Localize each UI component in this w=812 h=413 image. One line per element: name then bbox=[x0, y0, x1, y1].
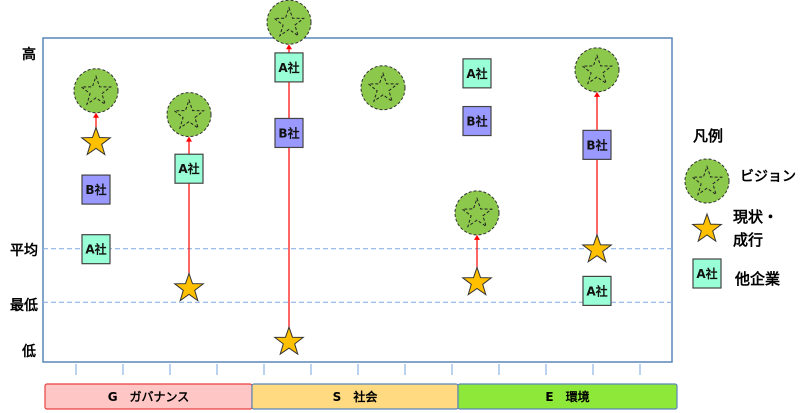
arrow-head-icon bbox=[474, 234, 480, 240]
company-box bbox=[692, 258, 722, 289]
category-bar bbox=[457, 383, 678, 410]
category-label: S 社会 bbox=[333, 389, 379, 404]
company-box bbox=[174, 153, 204, 184]
plot-frame bbox=[42, 37, 673, 363]
y-label-lowest: 最低 bbox=[10, 298, 38, 314]
company-label: B社 bbox=[466, 114, 487, 129]
star-outline-icon bbox=[690, 165, 724, 196]
category-label: G ガバナンス bbox=[108, 389, 190, 404]
arrow-head-icon bbox=[93, 112, 99, 118]
current-star-icon bbox=[80, 125, 112, 156]
current-star-icon bbox=[581, 233, 613, 264]
column-group: B社 A社 bbox=[73, 68, 119, 265]
arrow-head-icon bbox=[186, 136, 192, 142]
company-box bbox=[81, 174, 111, 205]
company-box bbox=[462, 58, 492, 89]
company-label: B社 bbox=[278, 125, 299, 140]
vision-circle bbox=[360, 65, 406, 111]
company-label: A社 bbox=[466, 66, 487, 81]
current-star-icon bbox=[173, 271, 205, 302]
company-box bbox=[274, 117, 304, 149]
y-label-average: 平均 bbox=[10, 243, 38, 259]
vision-circle bbox=[684, 158, 730, 204]
company-label: A社 bbox=[178, 161, 199, 176]
arrow-head-icon bbox=[286, 44, 292, 50]
legend-current-label-1: 現状・ bbox=[733, 208, 779, 226]
y-label-high: 高 bbox=[22, 47, 36, 63]
y-label-low: 低 bbox=[22, 344, 36, 360]
column-group: A社 B社 bbox=[454, 58, 500, 296]
company-box bbox=[81, 234, 111, 265]
company-box bbox=[274, 52, 304, 83]
arrow-head-icon bbox=[594, 91, 600, 97]
company-label: A社 bbox=[696, 266, 717, 281]
company-label: A社 bbox=[586, 283, 607, 298]
current-star-icon bbox=[691, 212, 723, 243]
legend-other-label: 他企業 bbox=[735, 270, 781, 288]
current-star-icon bbox=[461, 265, 493, 296]
star-outline-icon bbox=[580, 53, 614, 85]
company-label: B社 bbox=[85, 182, 106, 197]
company-label: B社 bbox=[586, 137, 607, 152]
legend-vision-label: ビジョン bbox=[740, 169, 796, 185]
star-outline-icon bbox=[460, 196, 494, 228]
vision-circle bbox=[266, 0, 312, 45]
vision-circle bbox=[454, 190, 500, 236]
star-outline-icon bbox=[172, 98, 206, 130]
column-group: B社 A社 bbox=[574, 47, 620, 306]
star-outline-icon bbox=[79, 74, 113, 106]
column-group: A社 bbox=[166, 92, 212, 302]
current-star-icon bbox=[273, 325, 305, 356]
column-group bbox=[360, 65, 406, 111]
company-box bbox=[582, 129, 612, 160]
star-outline-icon bbox=[366, 71, 400, 103]
company-box bbox=[582, 275, 612, 306]
vision-circle bbox=[166, 92, 212, 138]
company-box bbox=[462, 105, 492, 137]
legend-current-label-2: 成行 bbox=[733, 231, 764, 249]
vision-circle bbox=[73, 68, 119, 114]
column-group: A社 B社 bbox=[266, 0, 312, 356]
company-label: A社 bbox=[85, 242, 106, 257]
vision-circle bbox=[574, 47, 620, 93]
legend-title: 凡例 bbox=[693, 127, 724, 145]
star-outline-icon bbox=[272, 6, 306, 37]
category-label: E 環境 bbox=[545, 389, 589, 404]
company-label: A社 bbox=[278, 60, 299, 75]
